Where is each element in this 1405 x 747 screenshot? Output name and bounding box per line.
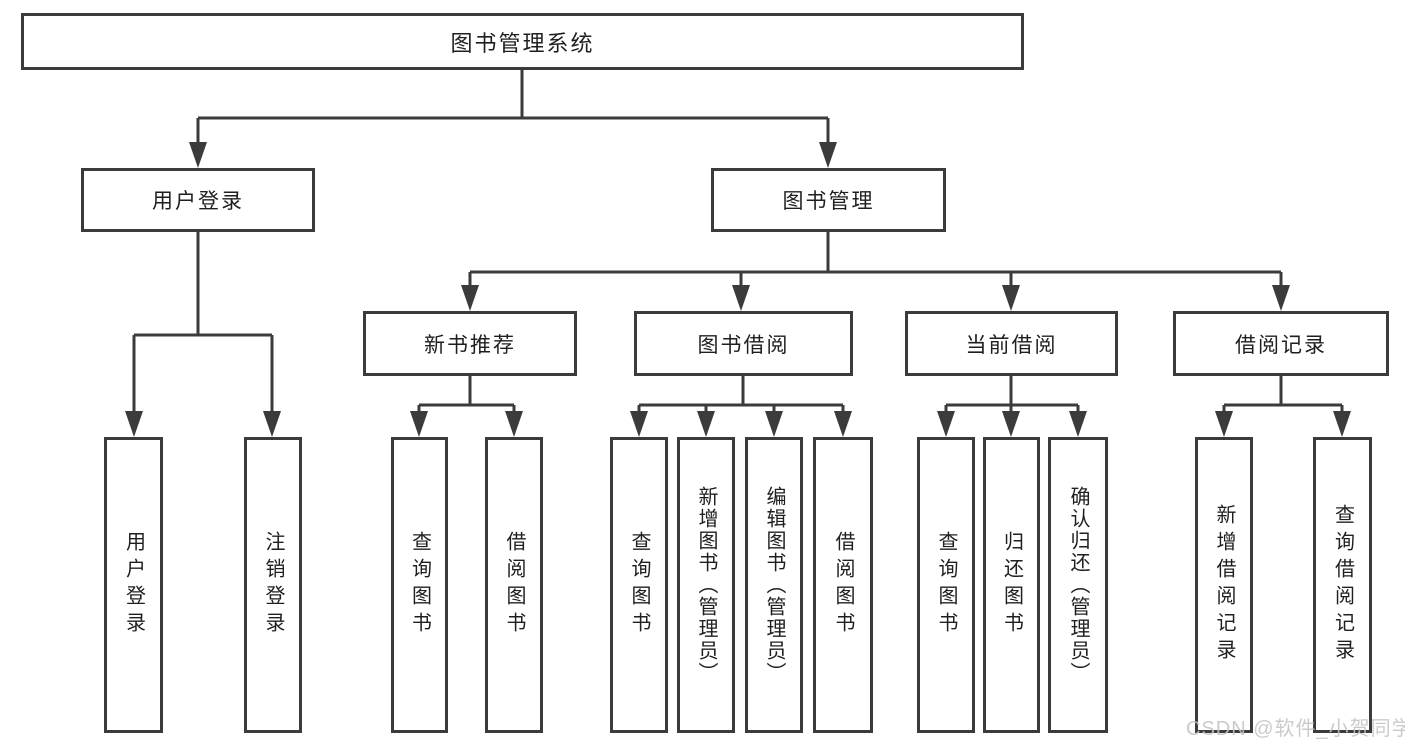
arrowhead [189, 142, 207, 168]
node-current-borrowing: 当前借阅 [905, 311, 1118, 376]
node-borrowing-records: 借阅记录 [1173, 311, 1389, 376]
connector-book-borrow-to-leaves [630, 376, 852, 437]
arrowhead [630, 411, 648, 437]
leaf-confirm-return-admin: 确认归还（管理员） [1048, 437, 1108, 733]
connector-book-mgmt-to-level3 [461, 232, 1290, 311]
arrowhead [1069, 411, 1087, 437]
csdn-watermark: CSDN @软件_小贺同学 [1186, 718, 1405, 740]
leaf-borrow-books: 借阅图书 [813, 437, 873, 733]
arrowhead [732, 285, 750, 311]
leaf-return-books: 归还图书 [983, 437, 1040, 733]
node-new-book-recommendation: 新书推荐 [363, 311, 577, 376]
node-book-management: 图书管理 [711, 168, 946, 232]
arrowhead [263, 411, 281, 437]
arrowhead [125, 411, 143, 437]
leaf-user-login: 用户登录 [104, 437, 163, 733]
arrowhead [410, 411, 428, 437]
node-book-borrowing: 图书借阅 [634, 311, 853, 376]
leaf-query-books: 查询图书 [917, 437, 975, 733]
arrowhead [819, 142, 837, 168]
leaf-borrow-books: 借阅图书 [485, 437, 543, 733]
arrowhead [505, 411, 523, 437]
arrowhead [1002, 285, 1020, 311]
leaf-add-books-admin: 新增图书（管理员） [677, 437, 735, 733]
arrowhead [461, 285, 479, 311]
leaf-query-books: 查询图书 [610, 437, 668, 733]
leaf-logout: 注销登录 [244, 437, 302, 733]
leaf-add-borrow-record: 新增借阅记录 [1195, 437, 1253, 733]
connector-user-login-to-leaves [125, 232, 281, 437]
connector-new-book-rec-to-leaves [410, 376, 523, 437]
arrowhead [1333, 411, 1351, 437]
node-user-login: 用户登录 [81, 168, 315, 232]
leaf-edit-books-admin: 编辑图书（管理员） [745, 437, 803, 733]
arrowhead [937, 411, 955, 437]
arrowhead [697, 411, 715, 437]
arrowhead [1002, 411, 1020, 437]
leaf-query-borrow-record: 查询借阅记录 [1313, 437, 1372, 733]
connector-root-to-level2 [189, 70, 837, 168]
node-root: 图书管理系统 [21, 13, 1024, 70]
arrowhead [1272, 285, 1290, 311]
leaf-query-books: 查询图书 [391, 437, 448, 733]
connector-borrow-record-to-leaves [1215, 376, 1351, 437]
connector-current-borrow-to-leaves [937, 376, 1087, 437]
arrowhead [834, 411, 852, 437]
arrowhead [1215, 411, 1233, 437]
arrowhead [765, 411, 783, 437]
